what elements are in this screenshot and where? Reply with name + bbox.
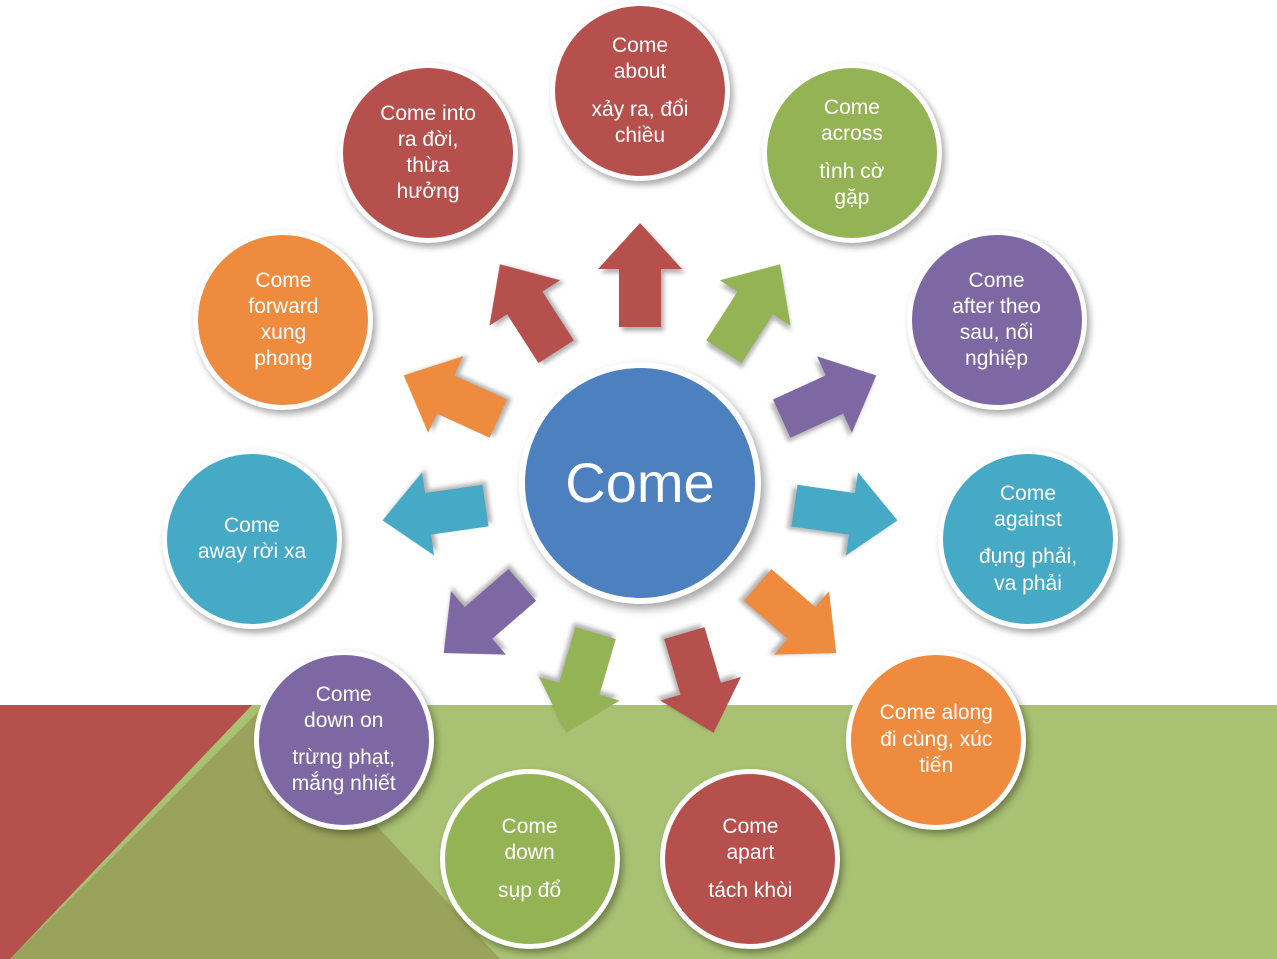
node-translation-come-down: sụp đổ [498,878,562,902]
arrow-shape-come-after [773,355,877,438]
arrow-shape-come-forward [403,355,507,438]
node-come-down: Come down sụp đổ [439,769,620,950]
node-come-away: Come away rời xa [161,448,342,629]
node-label-come-down-on: Come down on [304,682,384,732]
arrow-come-into [464,242,591,375]
node-translation-come-down-on: trừng phạt, mắng nhiết [291,746,396,796]
arrow-shape-come-down [539,626,620,733]
arrow-come-about [598,223,682,327]
node-label-come-along: Come along đi cùng, xúc tiến [879,701,993,777]
node-come-into: Come into ra đời, thừa hưởng [338,63,519,244]
node-come-across: Come across tình cờ gặp [761,63,942,244]
node-translation-come-about: xảy ra, đổi chiều [591,97,689,147]
arrow-come-across [689,242,816,375]
center-label: Come [565,451,715,514]
node-come-along: Come along đi cùng, xúc tiến [846,649,1027,830]
node-come-about: Come about xảy ra, đổi chiều [550,1,730,181]
arrow-come-down-on [416,553,550,685]
arrow-come-apart [644,621,754,744]
arrow-shape-come-down-on [443,569,536,655]
arrow-come-away [377,464,492,562]
background-olive-triangle [10,705,500,959]
node-label-come-about: Come about [611,34,669,84]
node-label-come-after: Come after theo sau, nối nghiệp [952,268,1041,371]
node-translation-come-against: đụng phải, va phải [978,545,1078,595]
node-label-come-into: Come into ra đời, thừa hưởng [380,101,476,204]
node-translation-come-apart: tách khòi [708,878,793,902]
node-label-come-forward: Come forward xung phong [248,268,319,371]
node-label-come-apart: Come apart [722,815,779,865]
node-come-down-on: Come down on trừng phạt, mắng nhiết [253,649,434,830]
arrow-come-forward [386,337,515,457]
node-translation-come-across: tình cờ gặp [819,159,885,209]
arrow-shape-come-along [744,569,837,655]
arrow-shape-come-about [598,223,682,327]
node-come-against: Come against đụng phải, va phải [938,448,1118,629]
node-label-come-down: Come down [501,815,558,865]
node-label-come-against: Come against [994,481,1062,532]
node-label-come-across: Come across [820,96,883,146]
node-come-forward: Come forward xung phong [193,230,374,411]
arrow-come-against [788,464,903,562]
arrow-shape-come-into [488,264,574,364]
center-node-come: Come [519,362,761,604]
arrow-come-along [730,553,864,685]
arrow-shape-come-away [382,471,489,556]
node-come-apart: Come apart tách khòi [660,769,841,950]
background-red-shape [0,705,252,959]
arrow-shape-come-across [706,264,792,364]
arrow-shape-come-apart [659,626,741,733]
node-label-come-away: Come away rời xa [197,513,307,563]
arrow-come-after [764,337,893,457]
arrow-come-down [526,621,636,744]
arrow-shape-come-against [791,471,898,556]
node-come-after: Come after theo sau, nối nghiệp [906,230,1087,411]
